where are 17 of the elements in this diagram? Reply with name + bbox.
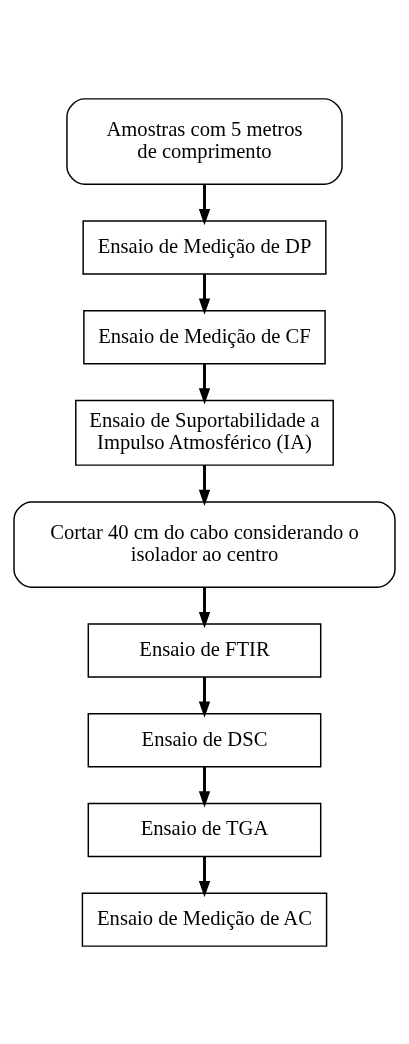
node-box: Cortar 40 cm do cabo considerando o isolador ao centro bbox=[13, 500, 396, 588]
node-box: Amostras com 5 metros de comprimento bbox=[66, 97, 343, 185]
node-box: Ensaio de DSC bbox=[87, 712, 322, 767]
node-box: Ensaio de Suportabilidade a Impulso Atmosférico (IA) bbox=[75, 399, 334, 466]
node-box: Ensaio de TGA bbox=[87, 802, 322, 857]
arrow bbox=[198, 586, 211, 628]
arrow bbox=[198, 766, 211, 808]
node-box: Ensaio de Medição de DP bbox=[82, 219, 327, 275]
arrow bbox=[198, 273, 211, 315]
node-box: Ensaio de Medição de AC bbox=[81, 891, 328, 947]
node-box: Ensaio de Medição de CF bbox=[83, 309, 326, 364]
arrow bbox=[198, 676, 211, 718]
arrow bbox=[198, 183, 211, 225]
node-box: Ensaio de FTIR bbox=[87, 622, 322, 678]
arrow bbox=[198, 363, 211, 404]
arrow bbox=[198, 856, 211, 897]
arrow bbox=[198, 464, 211, 506]
